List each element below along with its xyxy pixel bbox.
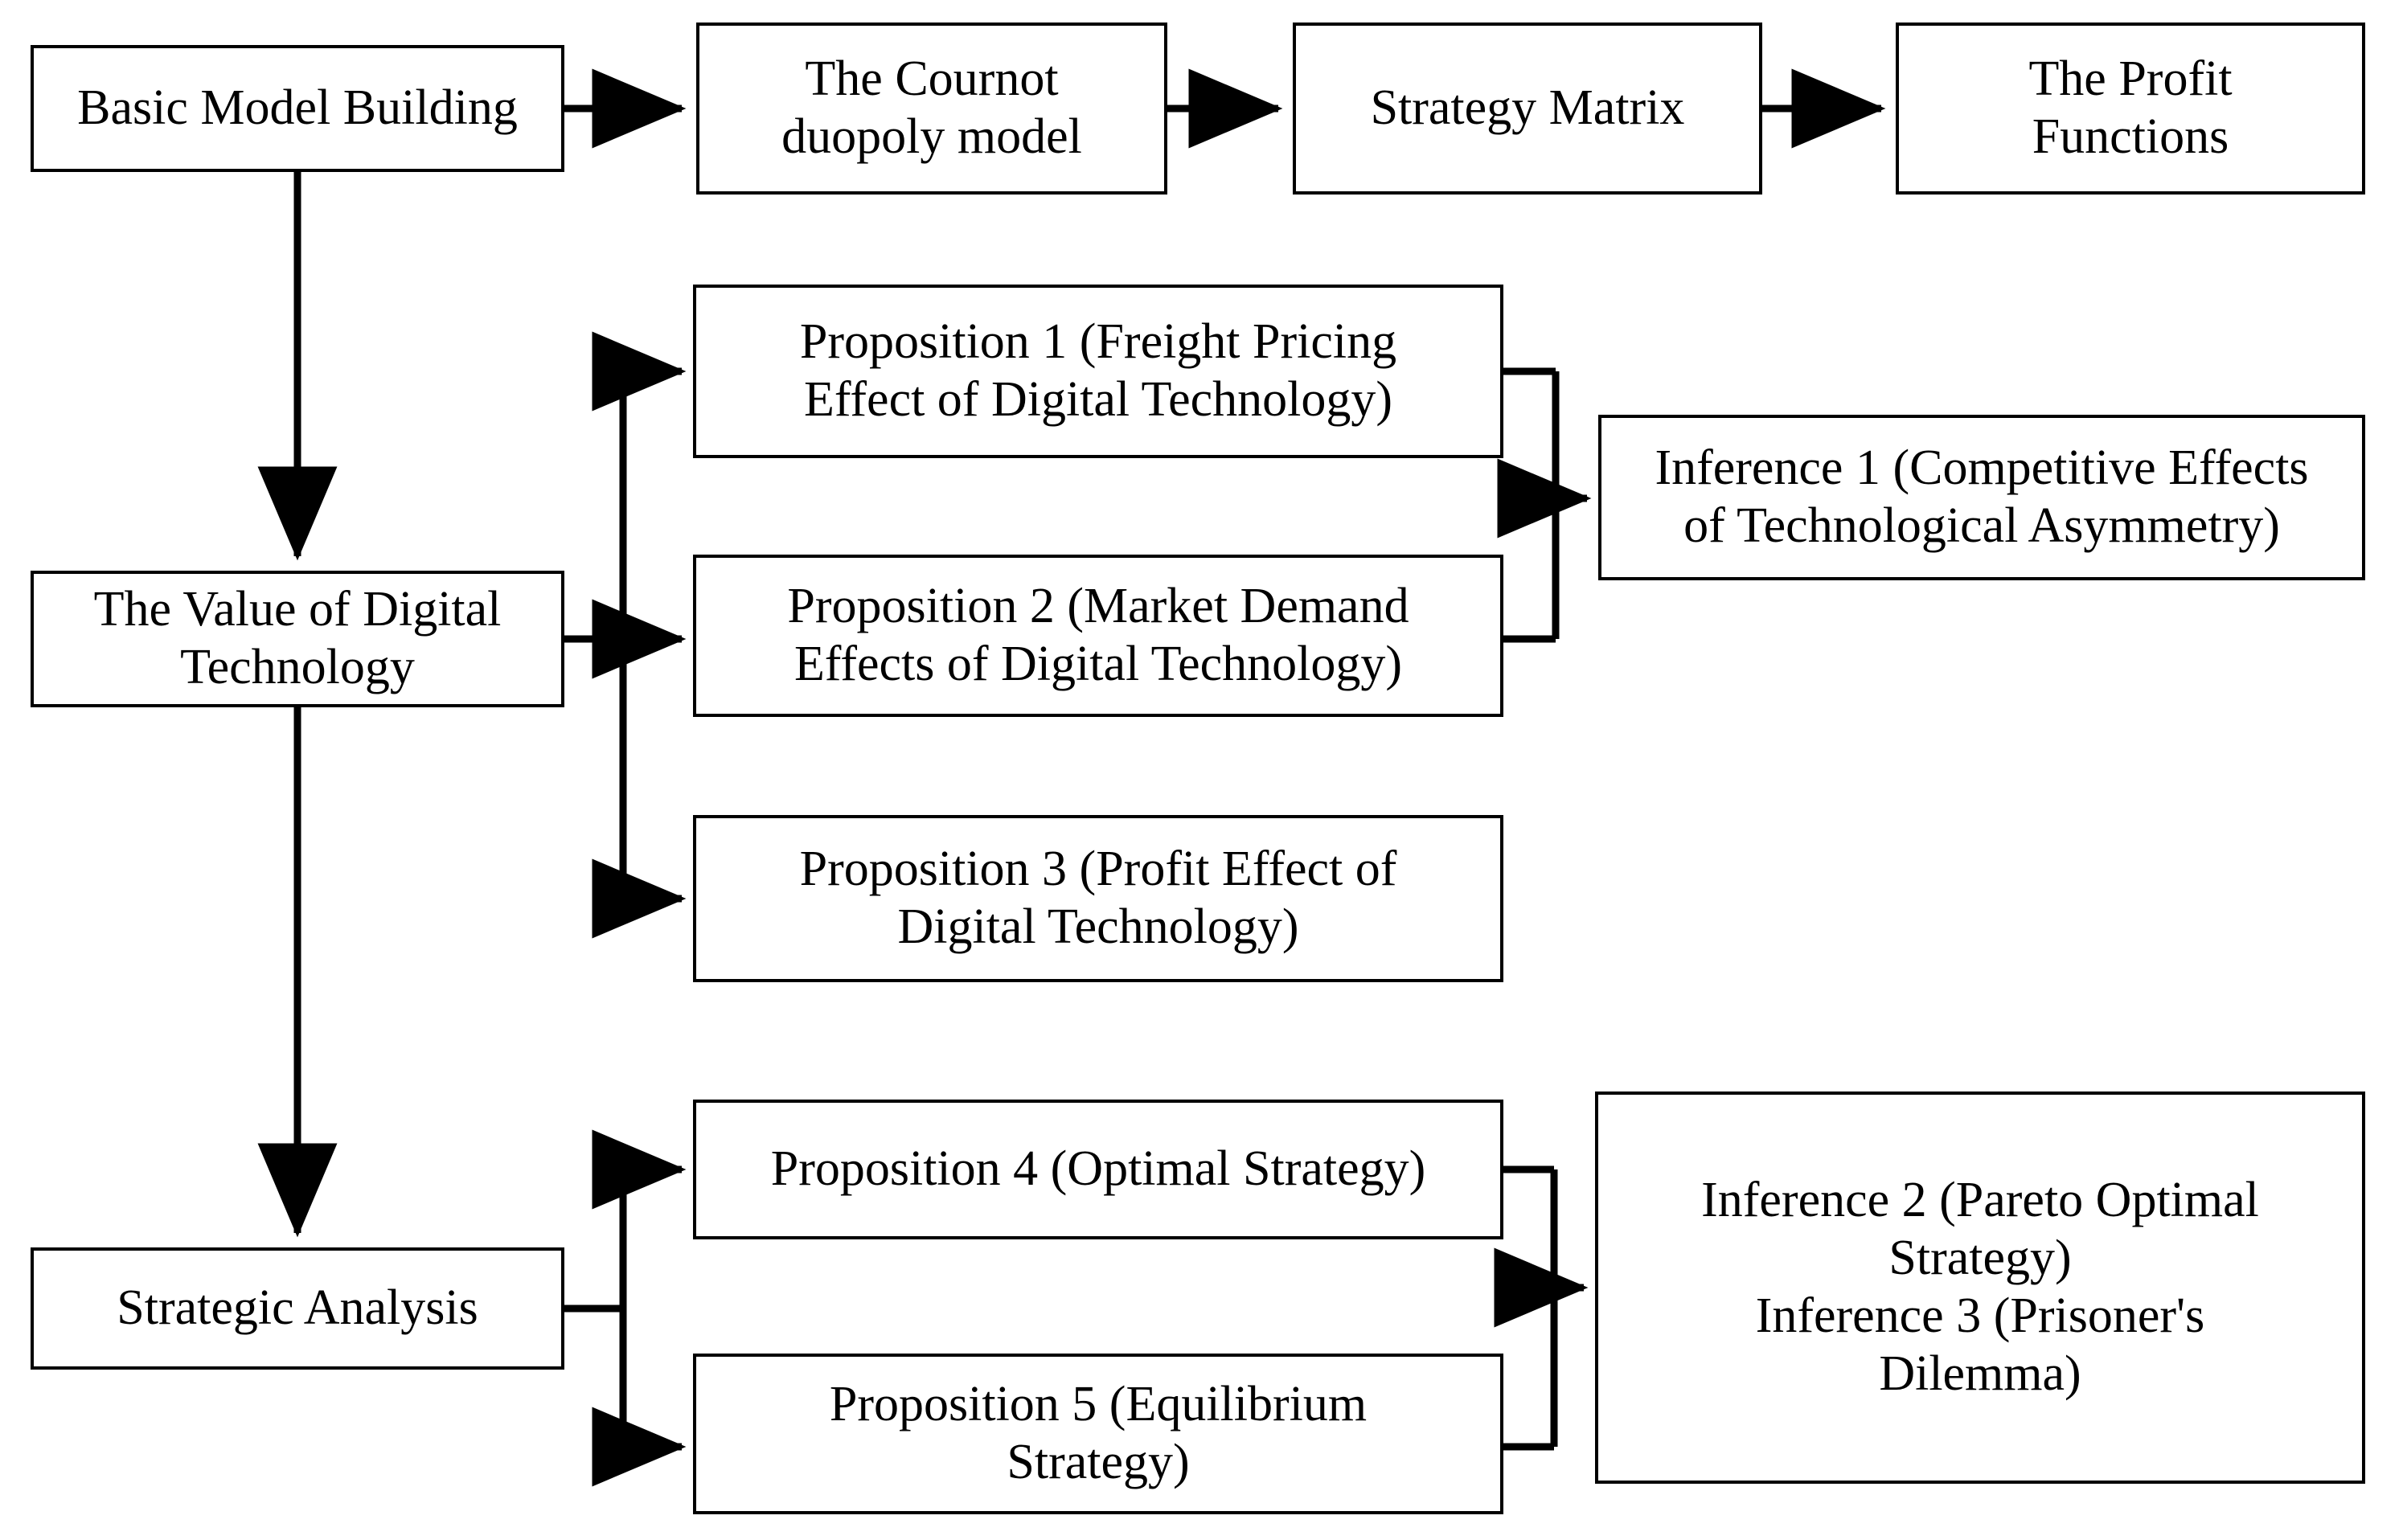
node-strategic-analysis[interactable]: Strategic Analysis [31,1247,564,1370]
node-proposition-4[interactable]: Proposition 4 (Optimal Strategy) [693,1100,1503,1239]
node-value-of-digital-technology[interactable]: The Value of Digital Technology [31,571,564,707]
node-label: Proposition 5 (Equilibrium Strategy) [829,1377,1368,1489]
node-label: Inference 2 (Pareto Optimal Strategy) In… [1701,1173,2259,1401]
node-proposition-3[interactable]: Proposition 3 (Profit Effect of Digital … [693,815,1503,982]
node-inference-1[interactable]: Inference 1 (Competitive Effects of Tech… [1598,415,2365,580]
node-proposition-5[interactable]: Proposition 5 (Equilibrium Strategy) [693,1354,1503,1514]
node-label: Proposition 1 (Freight Pricing Effect of… [799,314,1397,427]
node-label: Proposition 4 (Optimal Strategy) [770,1141,1426,1197]
node-label: The Value of Digital Technology [93,582,502,694]
node-profit-functions[interactable]: The Profit Functions [1896,23,2365,195]
node-label: Strategic Analysis [117,1280,478,1336]
node-inference-2-and-3[interactable]: Inference 2 (Pareto Optimal Strategy) In… [1595,1092,2365,1484]
node-label: The Profit Functions [2028,51,2233,164]
node-label: Inference 1 (Competitive Effects of Tech… [1655,440,2309,553]
node-strategy-matrix[interactable]: Strategy Matrix [1293,23,1762,195]
node-basic-model-building[interactable]: Basic Model Building [31,45,564,172]
node-label: Strategy Matrix [1370,80,1685,136]
node-proposition-1[interactable]: Proposition 1 (Freight Pricing Effect of… [693,285,1503,458]
node-label: The Cournot duopoly model [781,51,1082,164]
node-cournot-duopoly-model[interactable]: The Cournot duopoly model [696,23,1167,195]
node-label: Basic Model Building [77,80,518,136]
node-label: Proposition 2 (Market Demand Effects of … [787,579,1409,691]
node-proposition-2[interactable]: Proposition 2 (Market Demand Effects of … [693,555,1503,717]
node-label: Proposition 3 (Profit Effect of Digital … [799,842,1397,954]
